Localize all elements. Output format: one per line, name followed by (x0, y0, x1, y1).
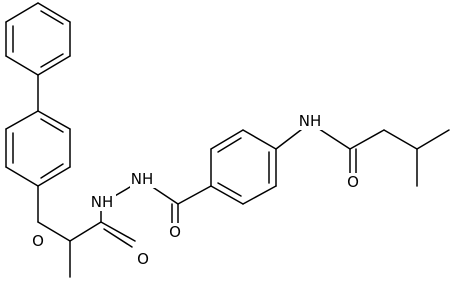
svg-text:O: O (347, 173, 359, 191)
atom-labels: O NH NH O O NH O (30, 112, 361, 268)
atom-label-ether-oxygen: O (30, 232, 46, 250)
svg-text:O: O (32, 232, 44, 250)
atom-label-hydrazide-nh-1: NH (90, 193, 116, 211)
atom-label-hydrazide-nh-2: NH (130, 170, 156, 188)
svg-text:NH: NH (91, 193, 114, 211)
svg-text:O: O (137, 250, 149, 268)
atom-label-propanamide-oxygen: O (135, 250, 151, 268)
atom-label-butanamide-oxygen: O (345, 173, 361, 191)
atom-label-amide-nh: NH (297, 112, 323, 130)
svg-text:NH: NH (131, 170, 154, 188)
bond-lines (5, 2, 450, 278)
svg-text:NH: NH (299, 112, 322, 130)
svg-text:O: O (169, 223, 181, 241)
atom-label-benzamide-oxygen: O (167, 223, 183, 241)
